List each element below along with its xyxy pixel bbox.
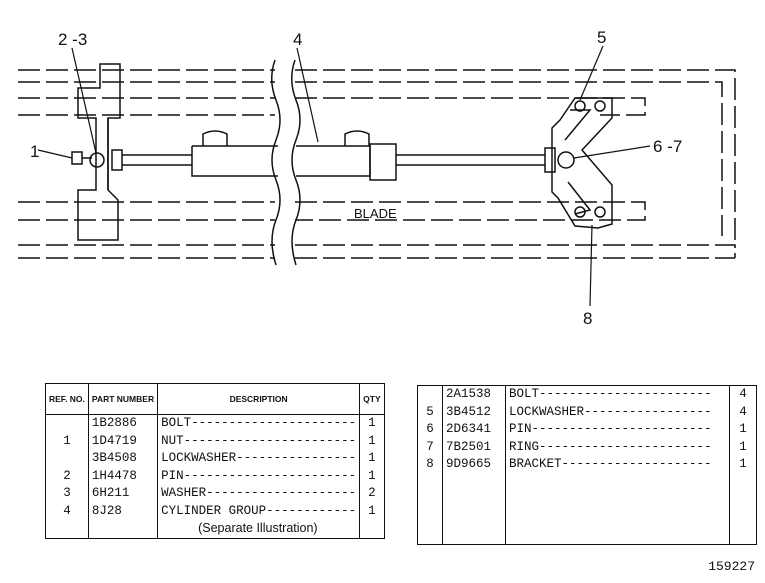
part-number-cell: 1H4478 xyxy=(88,467,159,485)
qty-cell: 1 xyxy=(729,421,757,439)
frame-mount xyxy=(77,63,121,241)
table-header: REF. NO. PART NUMBER DESCRIPTION QTY xyxy=(45,383,385,415)
qty-cell: 1 xyxy=(359,502,385,520)
table-row: (Separate Illustration) xyxy=(45,520,385,538)
description-cell: WASHER-------------------- xyxy=(161,486,357,500)
description-cell: NUT----------------------- xyxy=(161,433,357,448)
description-cell: RING----------------------- xyxy=(509,439,712,454)
table-row: 2A1538 BOLT----------------------- 4 xyxy=(417,385,757,404)
part-number-cell: 6H211 xyxy=(88,485,159,503)
description-cell: CYLINDER GROUP------------ xyxy=(161,503,357,518)
header-qty: QTY xyxy=(359,383,385,415)
ref-cell: 3 xyxy=(45,485,89,503)
table-row: 1B2886 BOLT---------------------- 1 xyxy=(45,414,385,433)
qty-cell xyxy=(359,520,385,538)
ref-cell: 5 xyxy=(417,403,443,421)
qty-cell: 1 xyxy=(359,467,385,485)
description-cell: LOCKWASHER---------------- xyxy=(161,451,357,465)
description-cell: PIN------------------------ xyxy=(509,422,712,436)
ref-cell: 7 xyxy=(417,438,443,456)
header-ref-no: REF. NO. xyxy=(45,383,89,415)
ref-cell: 1 xyxy=(45,432,89,450)
ref-cell: 6 xyxy=(417,421,443,439)
qty-cell: 4 xyxy=(729,385,757,404)
ref-cell xyxy=(45,414,89,433)
ref-cell: 4 xyxy=(45,502,89,520)
break-line-right xyxy=(291,59,301,266)
break-line-left xyxy=(271,59,281,266)
blade-label: BLADE xyxy=(354,206,397,221)
description-cell: BRACKET-------------------- xyxy=(509,457,712,471)
cylinder-group xyxy=(111,130,545,181)
ref-cell xyxy=(45,450,89,468)
table-row: 4 8J28 CYLINDER GROUP------------ 1 xyxy=(45,502,385,520)
callout-1: 1 xyxy=(30,142,39,161)
drawing-number: 159227 xyxy=(708,559,755,574)
bracket-8 xyxy=(544,97,613,229)
description-note-cell: (Separate Illustration) xyxy=(198,521,318,535)
description-cell: PIN----------------------- xyxy=(161,468,357,483)
leader-lines xyxy=(37,45,651,307)
ref-cell xyxy=(45,520,89,538)
callout-6-7: 6 -7 xyxy=(653,137,682,156)
ref-cell: 8 xyxy=(417,456,443,474)
table-row: 7 7B2501 RING----------------------- 1 xyxy=(417,438,757,456)
table-row: 3B4508 LOCKWASHER---------------- 1 xyxy=(45,450,385,468)
qty-cell: 1 xyxy=(729,456,757,474)
pin-6 xyxy=(557,151,575,169)
pin-2 xyxy=(89,152,105,168)
part-number-cell: 3B4512 xyxy=(442,403,506,421)
table-row: 1 1D4719 NUT----------------------- 1 xyxy=(45,432,385,450)
table-row: 3 6H211 WASHER-------------------- 2 xyxy=(45,485,385,503)
qty-cell: 1 xyxy=(359,432,385,450)
qty-cell: 1 xyxy=(359,450,385,468)
callout-5: 5 xyxy=(597,28,606,47)
part-number-cell: 1D4719 xyxy=(88,432,159,450)
qty-cell: 1 xyxy=(359,414,385,433)
bolt-1 xyxy=(71,151,92,165)
part-number-cell xyxy=(88,520,159,538)
part-number-cell: 3B4508 xyxy=(88,450,159,468)
callout-4: 4 xyxy=(293,30,302,49)
qty-cell: 1 xyxy=(729,438,757,456)
table-filler-row xyxy=(417,473,757,544)
ref-cell: 2 xyxy=(45,467,89,485)
callout-8: 8 xyxy=(583,309,592,328)
parts-diagram: 2 -3 4 5 1 6 -7 8 BLADE xyxy=(18,28,736,328)
parts-table-right: 2A1538 BOLT----------------------- 4 5 3… xyxy=(417,385,757,545)
blade-outline xyxy=(18,69,736,259)
part-number-cell: 1B2886 xyxy=(88,414,159,433)
header-part-number: PART NUMBER xyxy=(88,383,159,415)
parts-table-left: REF. NO. PART NUMBER DESCRIPTION QTY 1B2… xyxy=(45,383,385,539)
table-row: 6 2D6341 PIN------------------------ 1 xyxy=(417,421,757,439)
table-row: 8 9D9665 BRACKET-------------------- 1 xyxy=(417,456,757,474)
description-cell: BOLT----------------------- xyxy=(509,387,712,401)
part-number-cell: 8J28 xyxy=(88,502,159,520)
header-description: DESCRIPTION xyxy=(157,383,360,415)
description-cell: BOLT---------------------- xyxy=(161,416,357,430)
description-cell: LOCKWASHER----------------- xyxy=(509,404,712,419)
part-number-cell: 2A1538 xyxy=(442,385,506,404)
table-row: 5 3B4512 LOCKWASHER----------------- 4 xyxy=(417,403,757,421)
callout-2-3: 2 -3 xyxy=(58,30,87,49)
qty-cell: 2 xyxy=(359,485,385,503)
table-row: 2 1H4478 PIN----------------------- 1 xyxy=(45,467,385,485)
part-number-cell: 9D9665 xyxy=(442,456,506,474)
part-number-cell: 2D6341 xyxy=(442,421,506,439)
qty-cell: 4 xyxy=(729,403,757,421)
ref-cell xyxy=(417,385,443,404)
part-number-cell: 7B2501 xyxy=(442,438,506,456)
